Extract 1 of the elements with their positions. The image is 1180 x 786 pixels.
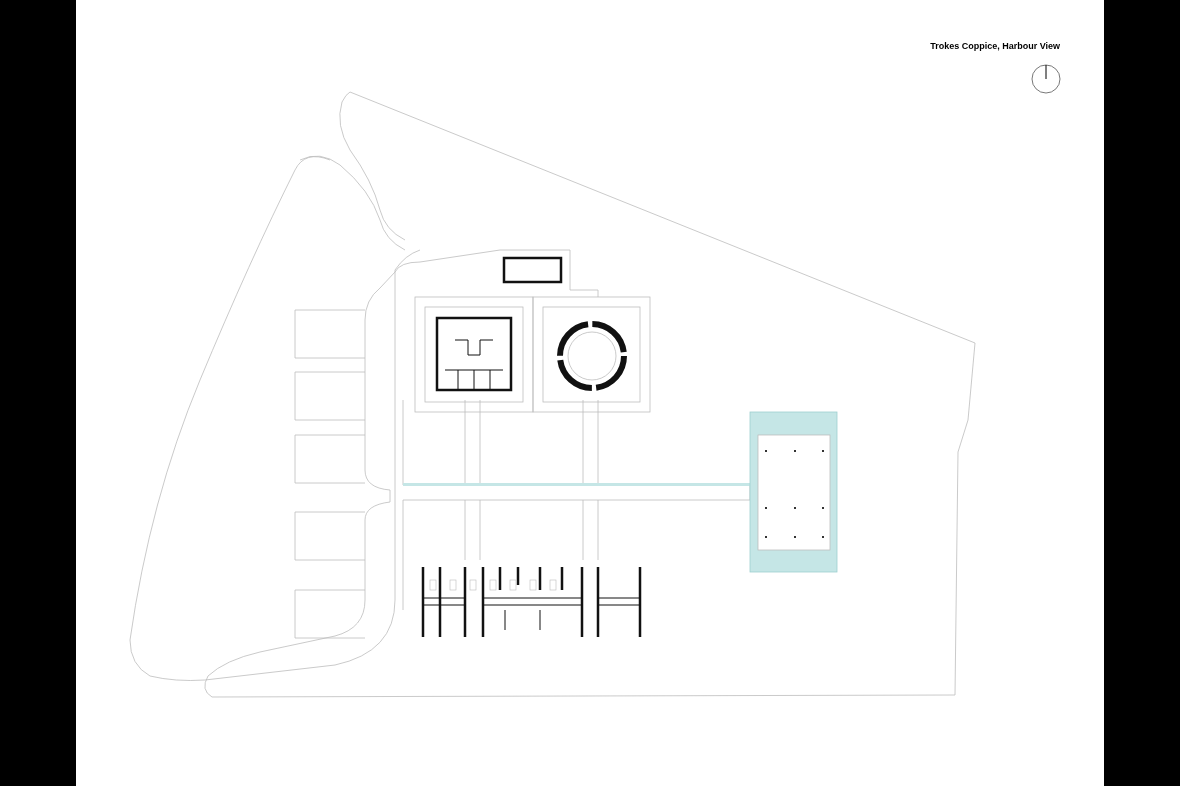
title: Trokes Coppice, Harbour View bbox=[930, 40, 1060, 53]
